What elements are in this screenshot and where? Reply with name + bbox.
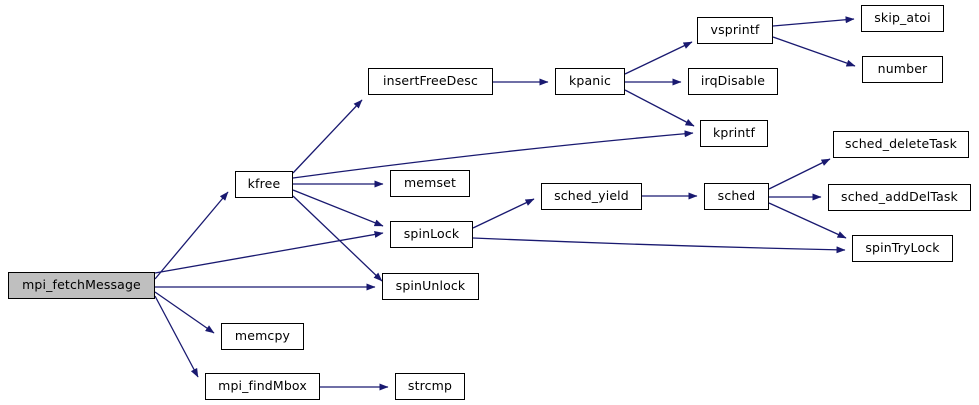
call-edge-spinLock-to-sched_yield: [472, 198, 535, 229]
node-memset[interactable]: memset: [390, 170, 470, 197]
node-label: strcmp: [407, 378, 453, 394]
node-label: irqDisable: [700, 73, 766, 89]
node-label: memcpy: [234, 328, 291, 344]
node-label: mpi_fetchMessage: [22, 277, 141, 293]
node-label: kprintf: [712, 125, 756, 141]
node-label: skip_atoi: [874, 10, 931, 26]
node-label: kpanic: [568, 73, 611, 89]
node-kfree[interactable]: kfree: [235, 171, 293, 198]
node-label: spinTryLock: [865, 240, 940, 256]
node-spinTryLock[interactable]: spinTryLock: [852, 235, 953, 262]
node-memcpy[interactable]: memcpy: [221, 323, 304, 350]
call-edge-sched-to-sched_deleteTask: [768, 158, 831, 190]
call-edge-mpi_fetchMessage-to-spinLock: [154, 231, 384, 274]
node-sched_addDelTask[interactable]: sched_addDelTask: [828, 184, 971, 211]
node-number[interactable]: number: [862, 56, 943, 83]
node-label: sched_yield: [554, 188, 629, 204]
call-edge-kfree-to-kprintf: [292, 130, 694, 179]
node-label: spinLock: [403, 226, 460, 242]
node-irqDisable[interactable]: irqDisable: [688, 68, 778, 95]
node-kprintf[interactable]: kprintf: [700, 120, 768, 147]
node-mpi_findMbox[interactable]: mpi_findMbox: [205, 373, 320, 400]
node-skip_atoi[interactable]: skip_atoi: [861, 5, 944, 32]
call-edge-vsprintf-to-number: [772, 36, 856, 67]
node-label: spinUnlock: [395, 278, 466, 294]
node-label: kfree: [247, 176, 281, 192]
node-sched[interactable]: sched: [704, 183, 769, 210]
call-edge-vsprintf-to-skip_atoi: [772, 16, 855, 27]
node-sched_yield[interactable]: sched_yield: [541, 183, 642, 210]
node-label: insertFreeDesc: [383, 73, 478, 89]
node-label: sched: [717, 188, 756, 204]
call-edge-kpanic-to-vsprintf: [624, 41, 693, 75]
node-label: number: [877, 61, 928, 77]
call-edge-mpi_fetchMessage-to-mpi_findMbox: [154, 295, 199, 378]
call-edge-kfree-to-spinUnlock: [292, 195, 383, 282]
node-vsprintf[interactable]: vsprintf: [697, 17, 773, 44]
call-edge-kpanic-to-kprintf: [624, 89, 695, 127]
node-label: sched_deleteTask: [845, 136, 957, 152]
call-edge-kfree-to-insertFreeDesc: [292, 99, 363, 174]
call-edge-sched-to-spinTryLock: [768, 202, 847, 239]
node-label: vsprintf: [710, 22, 760, 38]
node-label: memset: [403, 175, 457, 191]
call-edge-kfree-to-spinLock: [292, 189, 384, 227]
node-spinLock[interactable]: spinLock: [390, 221, 473, 248]
call-edge-spinLock-to-spinTryLock: [472, 237, 846, 254]
node-mpi_fetchMessage[interactable]: mpi_fetchMessage: [8, 272, 155, 299]
node-strcmp[interactable]: strcmp: [395, 373, 465, 400]
node-insertFreeDesc[interactable]: insertFreeDesc: [368, 68, 493, 95]
node-sched_deleteTask[interactable]: sched_deleteTask: [833, 131, 969, 158]
node-label: sched_addDelTask: [841, 189, 958, 205]
call-edge-mpi_fetchMessage-to-memcpy: [154, 291, 215, 334]
node-spinUnlock[interactable]: spinUnlock: [382, 273, 479, 300]
node-kpanic[interactable]: kpanic: [555, 68, 625, 95]
node-label: mpi_findMbox: [218, 378, 307, 394]
call-edge-mpi_fetchMessage-to-kfree: [154, 191, 229, 280]
